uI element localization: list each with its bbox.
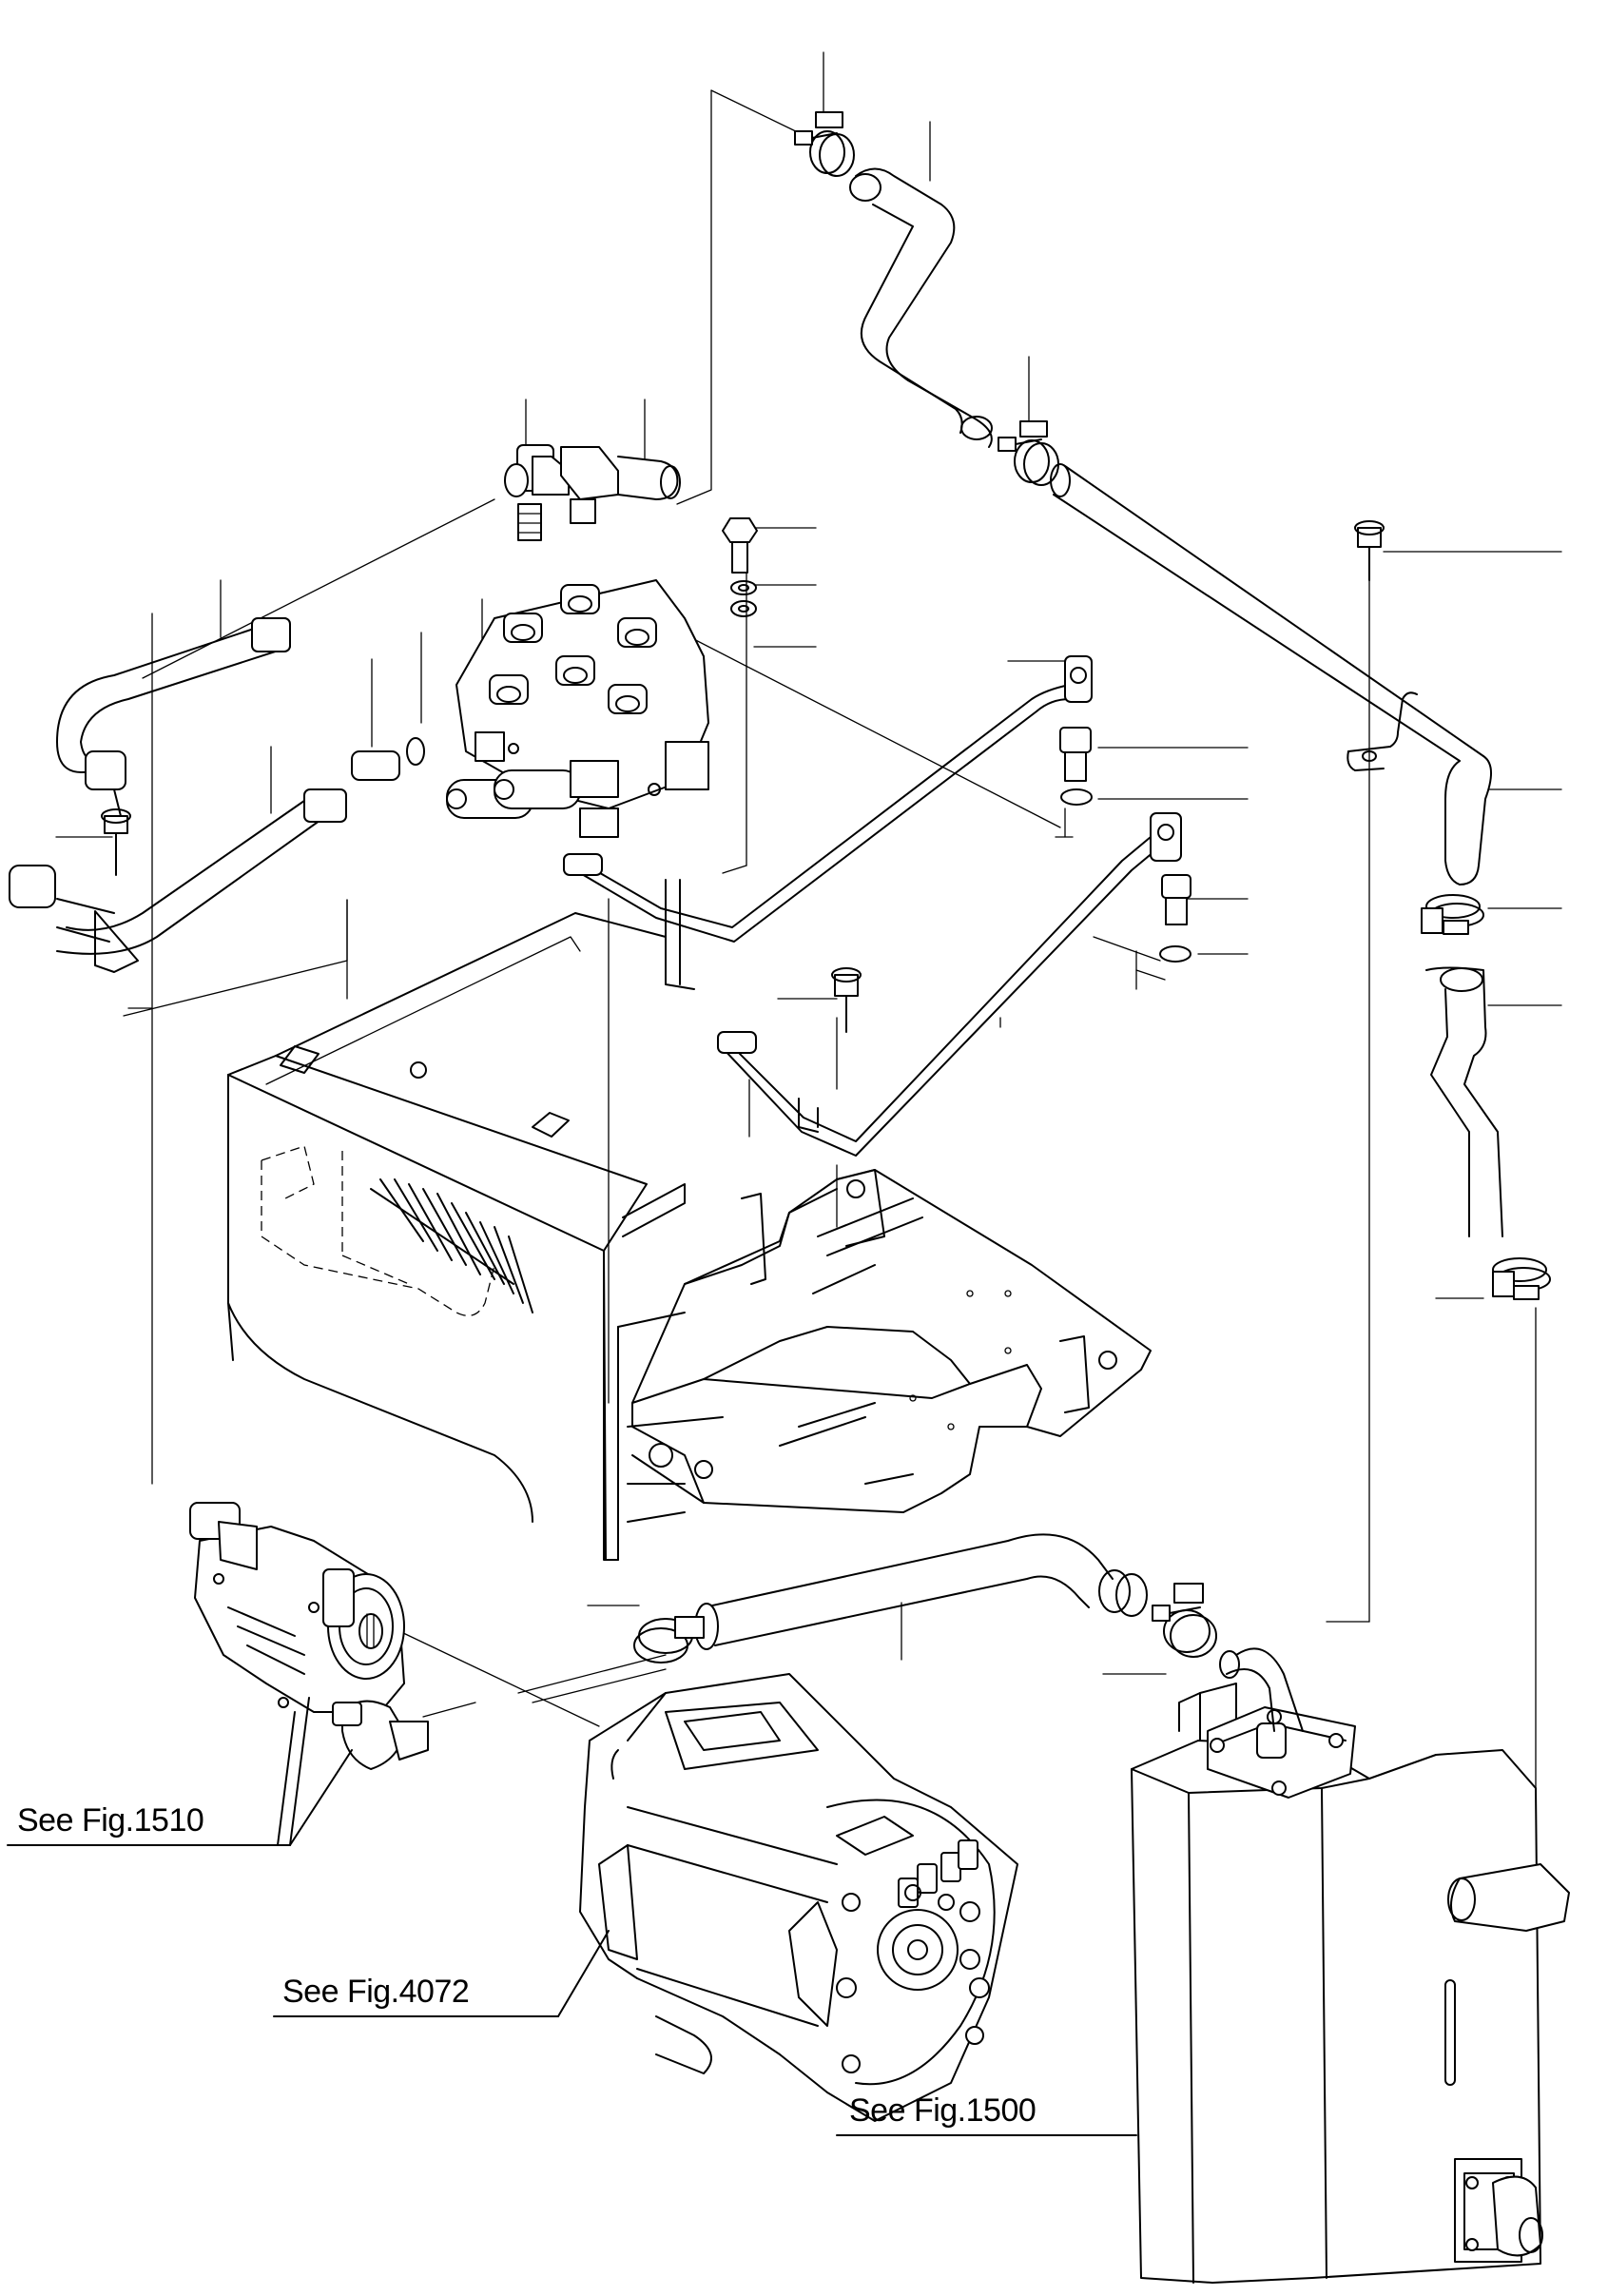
- mounting-plate: [631, 1169, 1152, 1513]
- reference-label-tank: See Fig.1500: [849, 2092, 1036, 2129]
- chassis-frame: [227, 912, 724, 1561]
- reference-label-pump: See Fig.1510: [17, 1802, 204, 1839]
- hose-clamps-top: [794, 111, 1059, 486]
- upper-return-hose: [849, 167, 1492, 885]
- electric-motor: [579, 1673, 1018, 2122]
- hydraulic-pump: [189, 1502, 429, 1770]
- hydraulic-tank: [1131, 1647, 1570, 2284]
- reference-label-motor: See Fig.4072: [282, 1974, 470, 2010]
- right-return-hose: [1421, 894, 1551, 1300]
- left-pressure-hoses: [9, 617, 425, 973]
- steel-pipes: [563, 655, 1182, 1157]
- suction-hose: [633, 1533, 1217, 1664]
- bolt-stack: [722, 517, 758, 617]
- vent-slots: [379, 1178, 533, 1313]
- valve-elbow-fittings: [504, 444, 681, 541]
- reference-leaders: [7, 1697, 1137, 2136]
- control-valve: [446, 579, 709, 838]
- tube-clamp-right: [1346, 520, 1418, 771]
- callout-leaders: [55, 51, 1562, 1675]
- straight-fittings: [831, 727, 1191, 1033]
